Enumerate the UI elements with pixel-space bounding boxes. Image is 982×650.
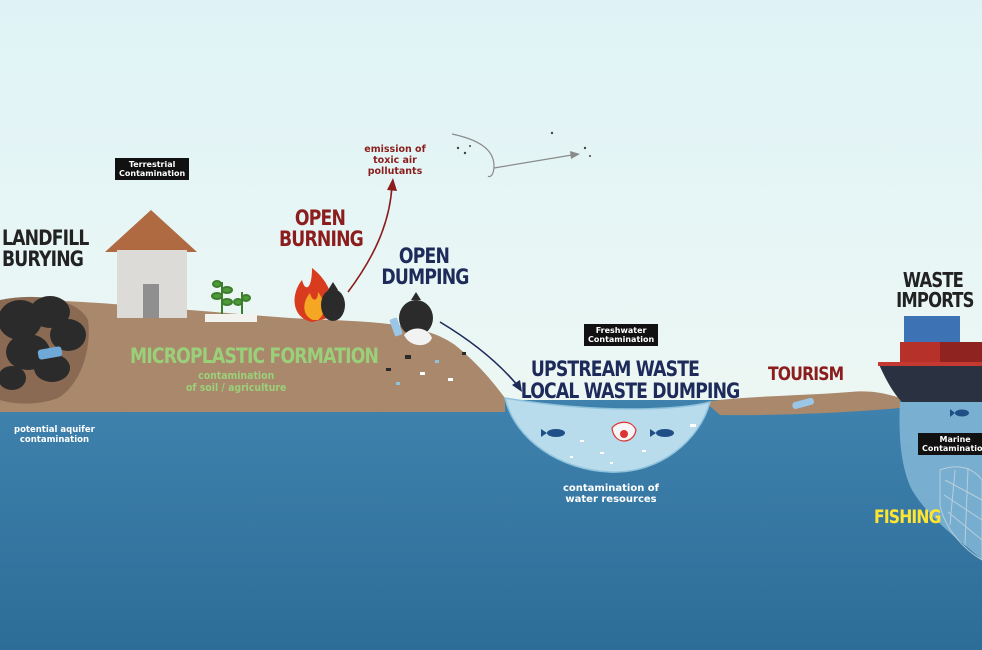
tourism-bottle-icon	[792, 397, 814, 410]
cargo-ship-icon	[878, 316, 982, 402]
wind-arrow-tail	[493, 154, 573, 169]
sea	[0, 400, 982, 650]
wind-arrowhead	[570, 151, 580, 159]
plant-icon	[211, 280, 251, 316]
fishing-title: FISHING	[874, 506, 941, 528]
tourism-title: TOURISM	[768, 363, 844, 385]
house-icon	[105, 210, 197, 318]
burning-trash-bag-icon	[321, 282, 345, 321]
scattered-litter	[386, 352, 466, 385]
dumping-arrow	[439, 321, 519, 387]
ground	[0, 299, 505, 412]
freshwater-pocket	[504, 397, 712, 473]
freshwater-particles	[570, 424, 696, 464]
freshwater-fish-icon	[541, 429, 674, 437]
emission-arrowhead	[387, 178, 397, 191]
wind-arrow	[451, 133, 495, 178]
dumping-trash-bag-icon	[389, 292, 433, 346]
marine-fish-icon	[950, 409, 969, 417]
landfill-trash-bags-icon	[0, 296, 86, 390]
dumping-arrowhead	[512, 380, 522, 392]
microplastic-formation-title: MICROPLASTIC FORMATION	[130, 344, 379, 368]
landfill-bottle-icon	[37, 346, 63, 360]
air-particles	[456, 131, 591, 157]
freshwater-trash-bag-icon	[611, 421, 637, 442]
soil-patch	[205, 314, 257, 322]
emission-arrow	[347, 184, 393, 293]
